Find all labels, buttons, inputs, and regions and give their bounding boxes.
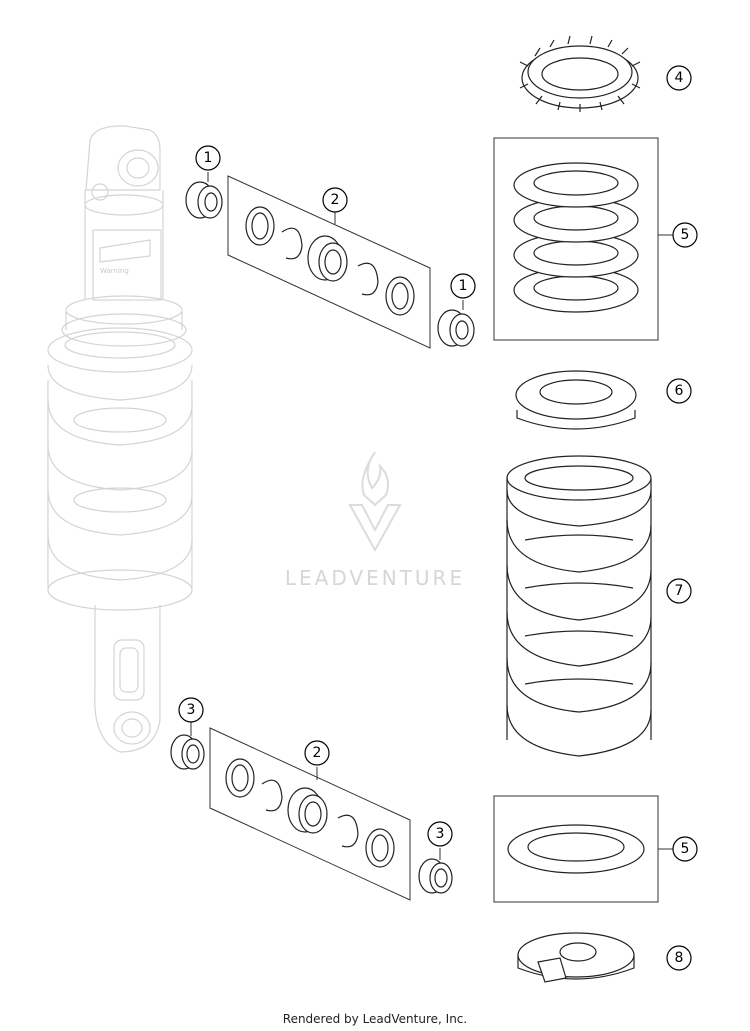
bushing-lower-left: [170, 734, 205, 770]
callout-1-label: 1: [204, 150, 213, 166]
lower-bushing-group: [170, 727, 453, 901]
split-collar: [517, 932, 635, 983]
callout-2-label: 2: [331, 192, 340, 208]
adjusting-ring-nut: [519, 35, 641, 112]
shock-absorber-assembly: Warning: [47, 125, 193, 753]
callout-7-label: 7: [675, 583, 684, 599]
coil-spring: [506, 455, 652, 757]
kit-box-upper: [227, 175, 431, 349]
callout-3-lower-right: 3: [427, 821, 453, 847]
callout-2-lower: 2: [304, 740, 330, 766]
callout-6: 6: [666, 378, 692, 404]
callout-1b-label: 1: [459, 278, 468, 294]
warning-label-text: Warning: [100, 267, 129, 275]
bushing-upper-right: [437, 309, 475, 347]
washer-stack-upper: [513, 162, 639, 313]
kit-box-lower: [209, 727, 411, 901]
callout-6-label: 6: [675, 383, 684, 399]
callout-3b-label: 3: [436, 826, 445, 842]
callout-2b-label: 2: [313, 745, 322, 761]
callout-8-label: 8: [675, 950, 684, 966]
callout-5-lower: 5: [672, 836, 698, 862]
footer-credit: Rendered by LeadVenture, Inc.: [282, 1012, 468, 1026]
bushing-upper-left: [185, 181, 223, 219]
callout-1-upper-right: 1: [450, 273, 476, 299]
lower-kit-parts: [225, 758, 395, 868]
callout-5-label: 5: [681, 227, 690, 243]
callout-8: 8: [666, 945, 692, 971]
bushing-lower-right: [418, 858, 453, 894]
callout-5-upper: 5: [672, 222, 698, 248]
callout-3-lower-left: 3: [178, 697, 204, 723]
callout-1-upper-left: 1: [195, 145, 221, 171]
spring-seat: [515, 370, 637, 430]
callout-leaders: [190, 172, 673, 860]
upper-kit-parts: [245, 206, 415, 316]
callout-4-label: 4: [675, 70, 684, 86]
upper-bushing-group: [185, 175, 475, 349]
callout-3-label: 3: [187, 702, 196, 718]
callout-4: 4: [666, 65, 692, 91]
callout-5b-label: 5: [681, 841, 690, 857]
washer-box-upper: [493, 137, 659, 341]
watermark-logo-icon: [348, 451, 402, 553]
callout-7: 7: [666, 578, 692, 604]
watermark-text: LEADVENTURE: [284, 566, 466, 590]
washer-lower: [507, 824, 645, 874]
callout-2-upper: 2: [322, 187, 348, 213]
